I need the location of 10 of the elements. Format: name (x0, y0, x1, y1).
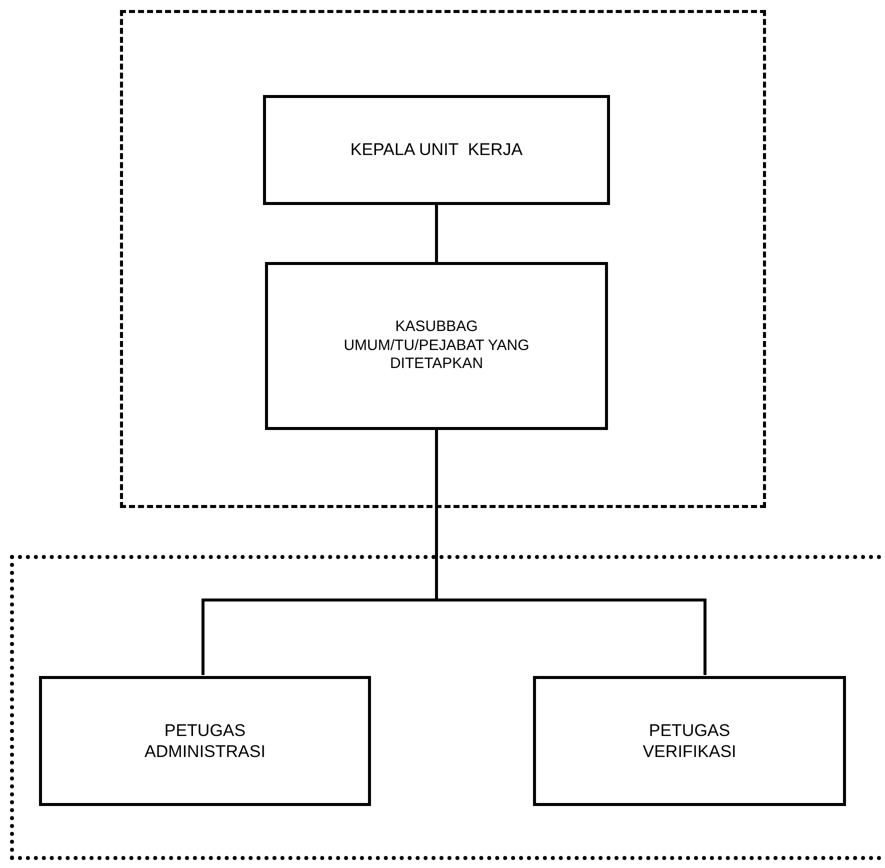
node-label: PETUGAS ADMINISTRASI (144, 720, 266, 762)
node-label: KEPALA UNIT KERJA (350, 139, 523, 161)
org-box (39, 676, 371, 806)
connector-line (435, 205, 438, 262)
node-label: KASUBBAG UMUM/TU/PEJABAT YANG DITETAPKAN (342, 318, 530, 374)
org-box (265, 262, 608, 430)
org-box (533, 676, 846, 806)
node-label: PETUGAS VERIFIKASI (642, 720, 738, 762)
org-box (263, 95, 610, 205)
dashed-group-frame (120, 10, 766, 508)
